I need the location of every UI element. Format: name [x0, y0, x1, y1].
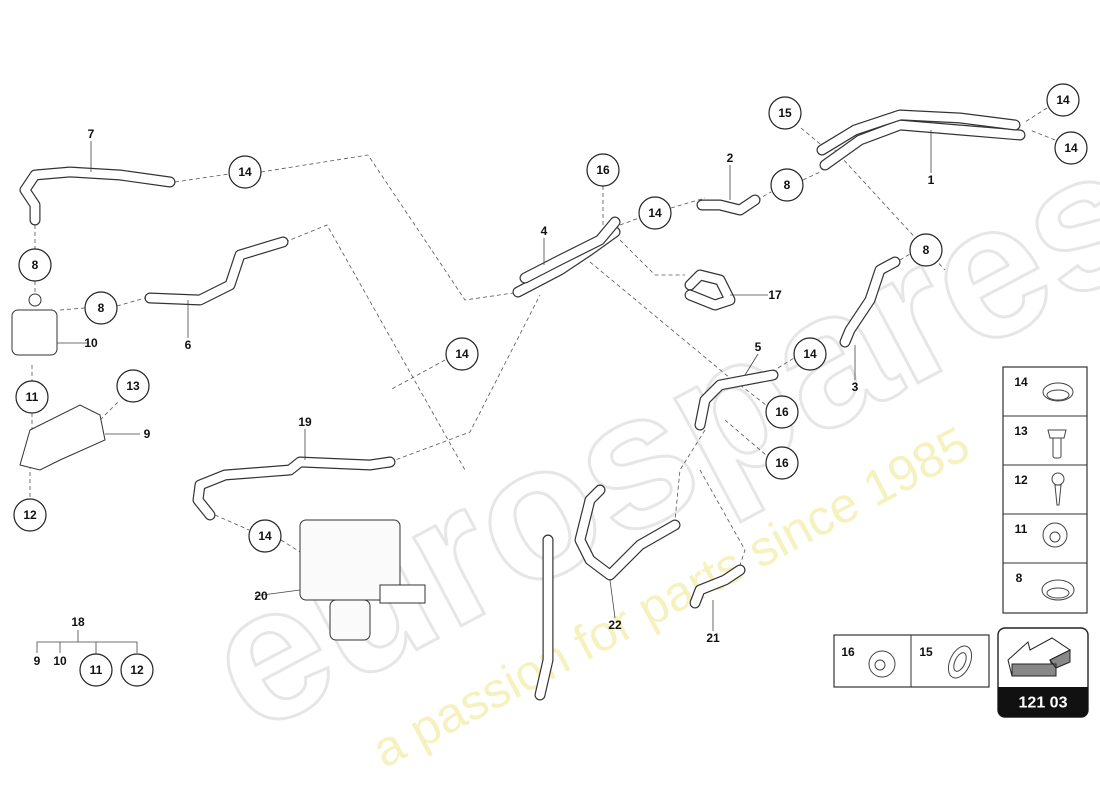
- callout-11: 11: [79, 653, 113, 687]
- label-10b: 10: [53, 654, 67, 668]
- legend-num: 13: [1014, 424, 1028, 438]
- reference-code: 121 03: [1019, 695, 1068, 712]
- label-1: 1: [928, 173, 935, 187]
- small-parts-legend-bottom: 16 15: [833, 634, 990, 688]
- callouts: 14 8 8 11 13 12 14 14 16 14 8 15 14 14 8…: [13, 83, 1088, 687]
- svg-text:14: 14: [803, 347, 817, 361]
- label-3: 3: [852, 380, 859, 394]
- callout-16: 16: [765, 446, 799, 480]
- svg-text:14: 14: [1056, 93, 1070, 107]
- svg-text:11: 11: [90, 663, 103, 677]
- components: [11, 293, 426, 641]
- svg-text:14: 14: [648, 206, 662, 220]
- watermark: eurospares a passion for parts since 198…: [172, 103, 1100, 779]
- label-5: 5: [755, 340, 762, 354]
- callout-14: 14: [638, 196, 672, 230]
- hoses: [19, 109, 1026, 701]
- label-19: 19: [298, 415, 312, 429]
- callout-15: 15: [768, 96, 802, 130]
- svg-text:12: 12: [23, 508, 37, 522]
- small-parts-legend: 14 13 12 11 8: [1002, 366, 1088, 614]
- legend-num: 11: [1015, 522, 1028, 536]
- svg-text:8: 8: [32, 258, 39, 272]
- label-2: 2: [727, 151, 734, 165]
- label-18: 18: [71, 615, 85, 629]
- legend-num: 12: [1014, 473, 1028, 487]
- callout-8: 8: [909, 233, 943, 267]
- reference-badge: 121 03: [997, 627, 1089, 718]
- label-9b: 9: [34, 654, 41, 668]
- legend-num: 15: [919, 645, 933, 659]
- label-21: 21: [706, 631, 720, 645]
- water-pump-10: [11, 309, 58, 356]
- callout-8: 8: [18, 248, 52, 282]
- callout-16: 16: [586, 153, 620, 187]
- screw-icon: [1051, 472, 1065, 486]
- svg-text:15: 15: [778, 106, 792, 120]
- callout-13: 13: [116, 369, 150, 403]
- bracket-9: [19, 404, 106, 471]
- callout-16: 16: [765, 395, 799, 429]
- callout-14: 14: [248, 519, 282, 553]
- svg-text:8: 8: [98, 301, 105, 315]
- svg-text:14: 14: [1064, 141, 1078, 155]
- svg-text:14: 14: [238, 165, 252, 179]
- label-20: 20: [254, 589, 268, 603]
- svg-text:14: 14: [455, 347, 469, 361]
- legend-num: 16: [841, 645, 855, 659]
- part-labels: 7 10 6 9 19 20 18 9 10 4 2 1 17 5 3 22 2…: [34, 127, 935, 668]
- svg-text:8: 8: [923, 243, 930, 257]
- label-17: 17: [768, 288, 782, 302]
- callout-8: 8: [770, 168, 804, 202]
- legend-num: 14: [1014, 375, 1028, 389]
- callout-12: 12: [13, 498, 47, 532]
- callout-14: 14: [228, 155, 262, 189]
- label-22: 22: [608, 618, 622, 632]
- svg-text:16: 16: [775, 456, 789, 470]
- svg-text:16: 16: [775, 405, 789, 419]
- label-6: 6: [185, 338, 192, 352]
- label-10: 10: [84, 336, 98, 350]
- callout-11: 11: [15, 380, 49, 414]
- callout-14: 14: [1054, 131, 1088, 165]
- callout-8: 8: [84, 291, 118, 325]
- callout-14: 14: [445, 337, 479, 371]
- svg-text:12: 12: [130, 663, 144, 677]
- leader-lines: [29, 107, 1056, 566]
- legend-num: 8: [1016, 571, 1023, 585]
- callout-12: 12: [120, 653, 154, 687]
- label-7: 7: [88, 127, 95, 141]
- callout-14: 14: [1046, 83, 1080, 117]
- callout-14: 14: [793, 337, 827, 371]
- svg-text:14: 14: [258, 529, 272, 543]
- label-4: 4: [541, 224, 548, 238]
- svg-text:13: 13: [126, 379, 140, 393]
- bolt-icon: [1052, 435, 1062, 459]
- svg-text:16: 16: [596, 163, 610, 177]
- label-9: 9: [144, 427, 151, 441]
- svg-text:8: 8: [784, 178, 791, 192]
- svg-text:11: 11: [26, 390, 39, 404]
